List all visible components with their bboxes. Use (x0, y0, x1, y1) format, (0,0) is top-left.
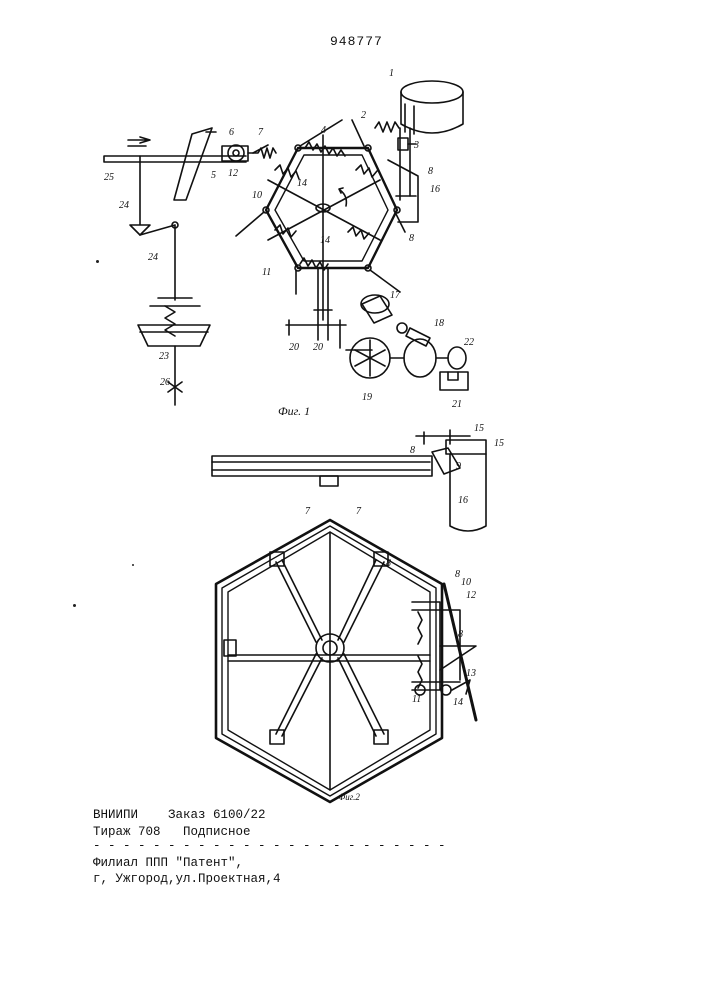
svg-text:24: 24 (119, 200, 129, 211)
svg-text:8: 8 (386, 558, 391, 569)
scan-speck (73, 604, 76, 607)
svg-text:8: 8 (458, 629, 463, 640)
svg-text:22: 22 (464, 337, 474, 348)
svg-text:11: 11 (412, 694, 421, 705)
svg-text:18: 18 (434, 318, 444, 329)
svg-text:2: 2 (361, 110, 366, 121)
svg-text:13: 13 (466, 668, 476, 679)
lever-mechanism (104, 128, 276, 405)
svg-text:8: 8 (410, 445, 415, 456)
svg-text:23: 23 (159, 351, 169, 362)
publisher-imprint: ВНИИПИ Заказ 6100/22 Тираж 708 Подписное… (93, 807, 446, 888)
svg-text:20: 20 (313, 342, 323, 353)
svg-text:10: 10 (252, 190, 262, 201)
imprint-separator: - - - - - - - - - - - - - - - - - - - - … (93, 838, 446, 855)
svg-text:17: 17 (390, 290, 401, 301)
figure-1-caption: Фиг. 1 (278, 404, 310, 419)
svg-text:5: 5 (211, 170, 216, 181)
imprint-line-1: ВНИИПИ Заказ 6100/22 (93, 807, 446, 824)
imprint-line-3: Филиал ППП "Патент", (93, 855, 446, 872)
figure-1-callouts: 123 456 788 101112 141416 171819 202021 … (104, 68, 474, 410)
svg-text:8: 8 (455, 569, 460, 580)
svg-text:16: 16 (458, 495, 468, 506)
svg-text:21: 21 (452, 399, 462, 410)
motor-1 (401, 81, 463, 134)
svg-text:14: 14 (297, 178, 307, 189)
svg-text:10: 10 (461, 577, 471, 588)
svg-text:6: 6 (229, 127, 234, 138)
svg-text:24: 24 (148, 252, 158, 263)
svg-text:25: 25 (104, 172, 114, 183)
svg-text:26: 26 (160, 377, 170, 388)
svg-text:20: 20 (289, 342, 299, 353)
scan-speck (132, 564, 134, 566)
svg-text:15: 15 (494, 438, 504, 449)
svg-text:12: 12 (228, 168, 238, 179)
svg-text:7: 7 (305, 506, 311, 517)
svg-text:7: 7 (356, 506, 362, 517)
figure-1-drawing: 123 456 788 101112 141416 171819 202021 … (104, 68, 474, 410)
svg-text:16: 16 (430, 184, 440, 195)
figure-2-callouts: 7 7 8 8 8 8 9 10 11 12 13 14 15 15 16 (305, 423, 504, 708)
imprint-line-4: г, Ужгород,ул.Проектная,4 (93, 871, 446, 888)
figure-2-top-view (212, 430, 486, 531)
figure-2-caption: Фиг.2 (338, 792, 360, 802)
svg-text:8: 8 (409, 233, 414, 244)
figure-2-plan (216, 520, 476, 802)
svg-text:8: 8 (428, 166, 433, 177)
spring-2 (375, 122, 399, 132)
svg-text:3: 3 (413, 140, 419, 151)
svg-text:4: 4 (321, 125, 326, 136)
svg-text:9: 9 (456, 461, 461, 472)
svg-text:1: 1 (389, 68, 394, 79)
svg-text:15: 15 (474, 423, 484, 434)
svg-text:14: 14 (453, 697, 463, 708)
svg-text:11: 11 (262, 267, 271, 278)
svg-text:12: 12 (466, 590, 476, 601)
svg-text:19: 19 (362, 392, 372, 403)
svg-text:7: 7 (258, 127, 264, 138)
svg-text:14: 14 (320, 235, 330, 246)
scan-speck (96, 260, 99, 263)
